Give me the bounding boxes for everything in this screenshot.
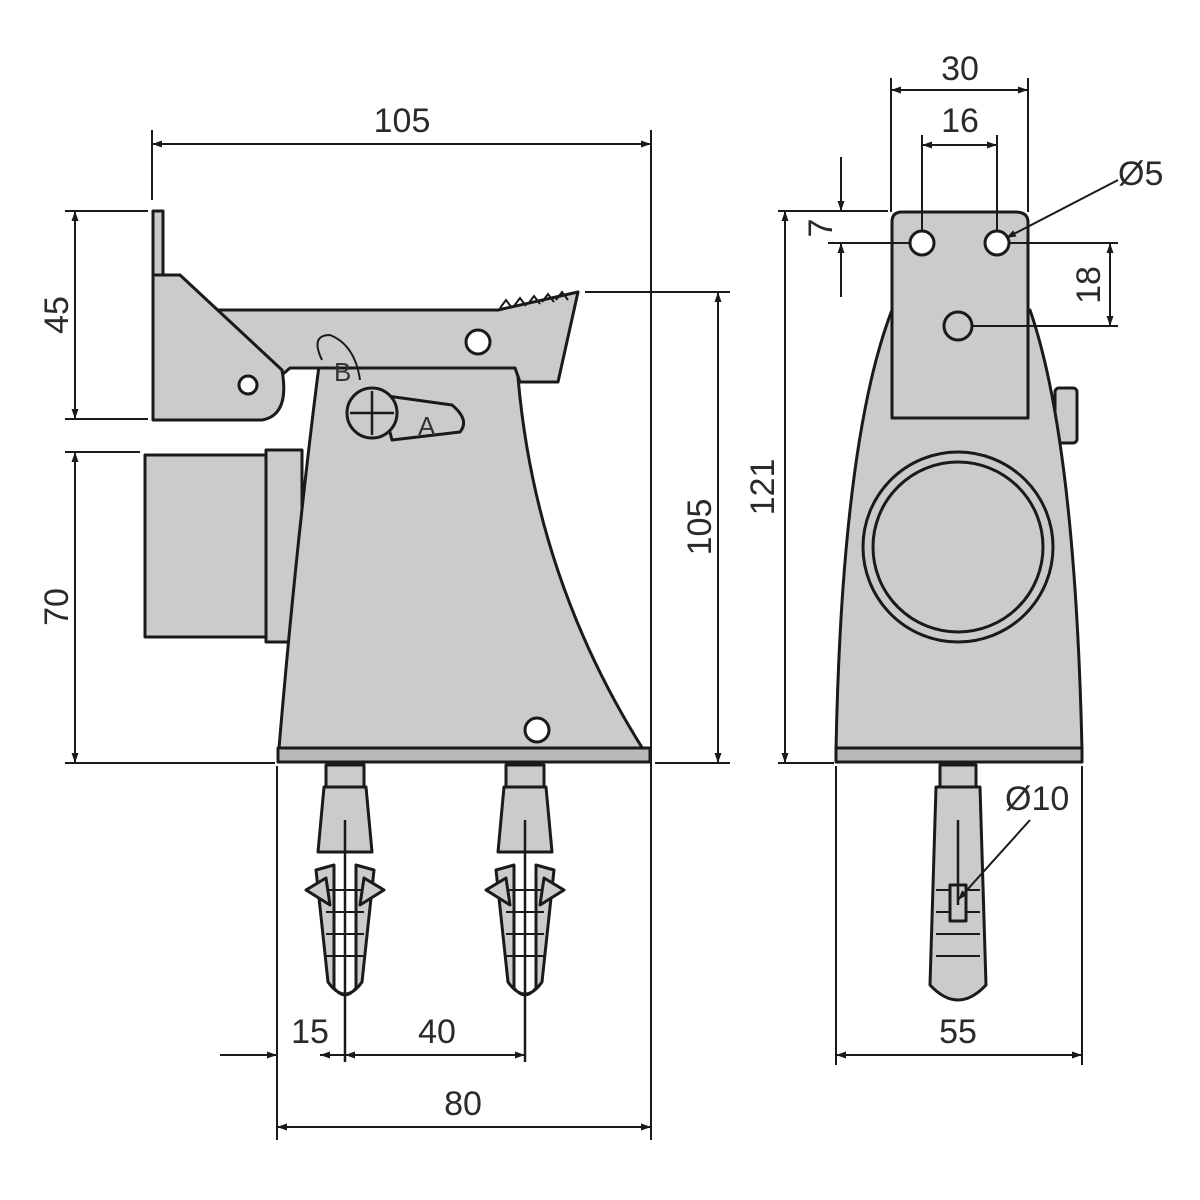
dim-diameter-10: Ø10: [1005, 780, 1069, 818]
side-view: B A: [38, 102, 730, 1140]
leader-d10: [957, 819, 1031, 901]
pivot-slot: B A: [316, 333, 466, 442]
hinge-bracket: [151, 209, 286, 422]
dim-spacing-18: 18: [1070, 266, 1108, 304]
dim-width-30: 30: [941, 50, 979, 88]
dim-height-70: 70: [38, 588, 76, 626]
dim-base-80: 80: [444, 1085, 482, 1123]
dim-offset-15: 15: [291, 1013, 329, 1051]
mount-hole-right: [983, 229, 1011, 257]
dim-width-105: 105: [374, 102, 431, 140]
front-view: 30 16 Ø5 7 18 121 Ø10 55: [744, 50, 1163, 1065]
rubber-pad: [143, 448, 304, 644]
hinge-pin: [237, 374, 259, 396]
dim-height-121: 121: [744, 459, 782, 516]
dim-base-55: 55: [939, 1013, 977, 1051]
dim-spacing-40: 40: [418, 1013, 456, 1051]
pivot-label-a: A: [418, 411, 436, 441]
front-base-plate: [834, 746, 1084, 764]
dim-height-105: 105: [681, 499, 719, 556]
round-pad-inner: [871, 460, 1045, 634]
dim-offset-7: 7: [802, 219, 840, 238]
body-base-plate: [276, 746, 652, 764]
front-extension-lines: [778, 78, 1118, 1065]
body-hole-upper: [464, 328, 492, 356]
dim-height-45: 45: [38, 296, 76, 334]
wall-anchor-right: [484, 763, 566, 1062]
wall-anchor-left: [304, 763, 386, 1062]
mount-hole-left: [908, 229, 936, 257]
pivot-label-b: B: [334, 357, 351, 387]
dim-spacing-16: 16: [941, 102, 979, 140]
mount-hole-lower: [942, 310, 974, 342]
body-hole-lower: [523, 716, 551, 744]
dim-diameter-5: Ø5: [1118, 155, 1163, 193]
leader-d5: [1005, 179, 1119, 239]
front-anchor: [928, 763, 988, 1002]
